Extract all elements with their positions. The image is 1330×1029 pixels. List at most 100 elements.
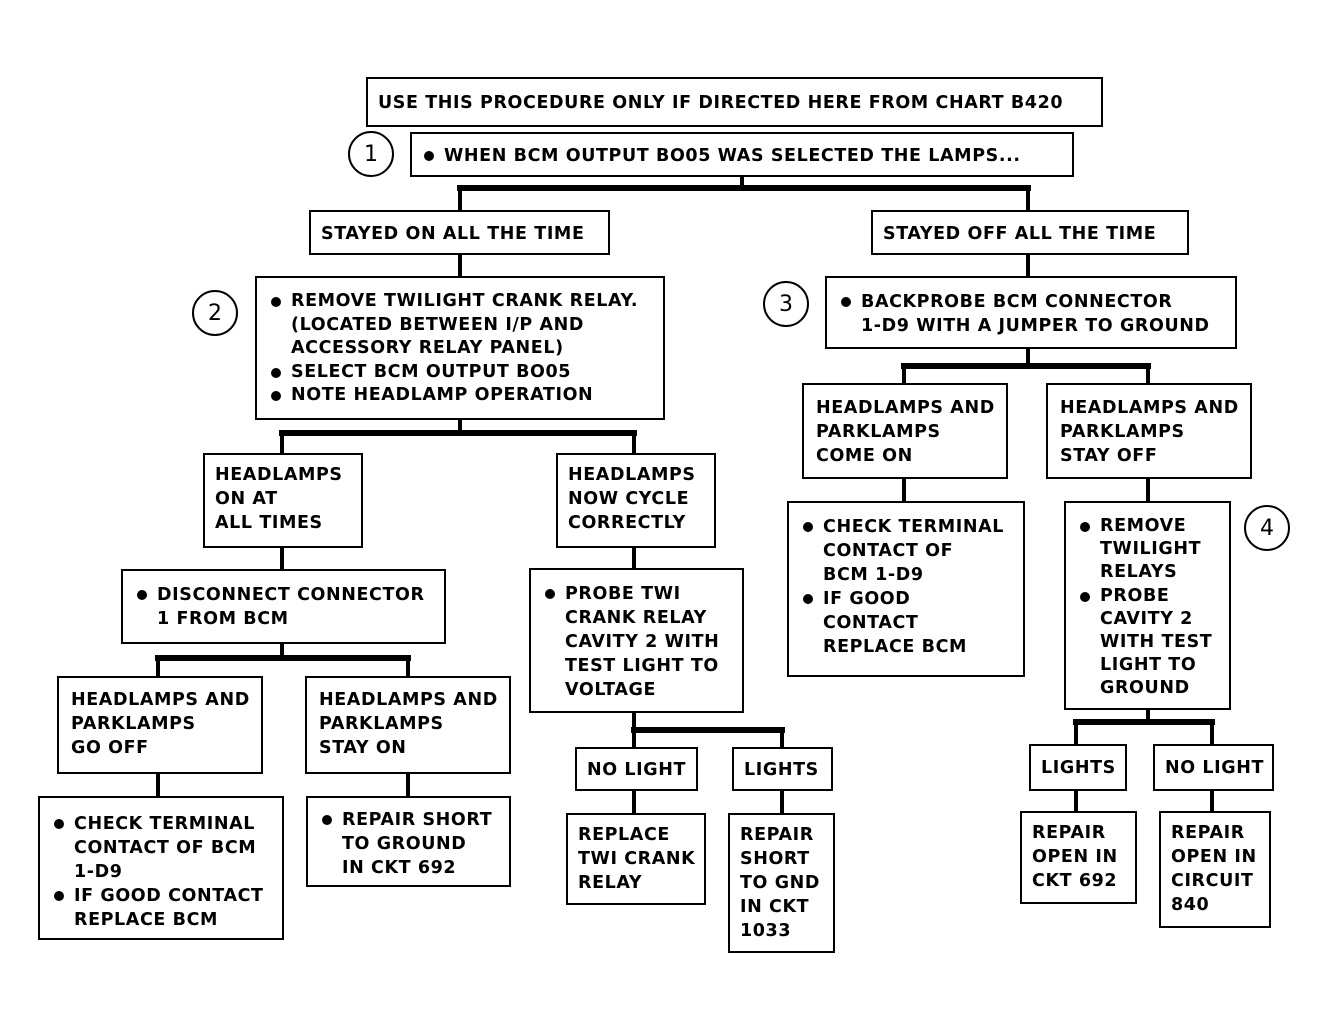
check-right-item1-line3: BCM 1-D9 [823,565,924,585]
now-cycle-box: HEADLAMPS NOW CYCLE CORRECTLY [556,453,716,548]
repair-short-692-line1: REPAIR SHORT [320,808,497,832]
step4-item2-line4: LIGHT TO [1100,655,1197,676]
replace-twi-line2: TWI CRANK [578,849,696,869]
step4-item2-line3: WITH TEST [1100,632,1213,653]
repair-short-1033-box: REPAIR SHORT TO GND IN CKT 1033 [728,813,835,953]
no-light-right-box: NO LIGHT [1153,744,1274,791]
repair-open-692-line1: REPAIR [1032,823,1106,843]
check-right-item1-line2: CONTACT OF [823,541,954,561]
hp-come-on-line1: HEADLAMPS AND [816,398,995,418]
check-right-item2-line3: REPLACE BCM [823,637,968,657]
header-box: USE THIS PROCEDURE ONLY IF DIRECTED HERE… [366,77,1103,127]
hp-stay-off-line2: PARKLAMPS [1060,422,1185,442]
hp-come-on-line3: COME ON [816,446,913,466]
stayed-on-box: STAYED ON ALL THE TIME [309,210,610,255]
now-cycle-line1: HEADLAMPS [568,465,696,485]
repair-short-692-line2: TO GROUND [342,834,467,854]
step2-item1-line1: REMOVE TWILIGHT CRANK RELAY. [269,290,651,314]
repair-open-840-line1: REPAIR [1171,823,1245,843]
stayed-off-text: STAYED OFF ALL THE TIME [883,224,1157,244]
probe-twi-line5: VOLTAGE [565,680,657,700]
step2-item2: SELECT BCM OUTPUT BO05 [269,361,651,385]
hp-stay-on-line3: STAY ON [319,738,407,758]
hp-stay-on-line1: HEADLAMPS AND [319,690,498,710]
probe-twi-line1: PROBE TWI [543,582,730,606]
check-right-item2-line1: IF GOOD [801,587,1011,611]
repair-short-1033-line5: 1033 [740,921,792,941]
repair-open-840-line3: CIRCUIT [1171,871,1254,891]
step4-item1-line3: RELAYS [1100,562,1178,583]
on-at-all-times-line3: ALL TIMES [215,513,323,533]
hp-come-on-line2: PARKLAMPS [816,422,941,442]
replace-twi-line1: REPLACE [578,825,670,845]
hp-stay-off-line3: STAY OFF [1060,446,1158,466]
lights-mid-text: LIGHTS [744,760,819,780]
no-light-mid-text: NO LIGHT [587,760,687,780]
on-at-all-times-line1: HEADLAMPS [215,465,343,485]
probe-twi-line3: CAVITY 2 WITH [565,632,720,652]
check-left-item1-line2: CONTACT OF BCM [74,838,257,858]
step-marker-2: 2 [192,290,238,336]
replace-twi-box: REPLACE TWI CRANK RELAY [566,813,706,905]
step3-line1: BACKPROBE BCM CONNECTOR [839,290,1223,314]
check-right-box: CHECK TERMINAL CONTACT OF BCM 1-D9 IF GO… [787,501,1025,677]
replace-twi-line3: RELAY [578,873,643,893]
hp-stay-on-box: HEADLAMPS AND PARKLAMPS STAY ON [305,676,511,774]
step4-item2-line2: CAVITY 2 [1100,608,1193,629]
now-cycle-line2: NOW CYCLE [568,489,690,509]
hp-go-off-box: HEADLAMPS AND PARKLAMPS GO OFF [57,676,263,774]
check-left-item2-line1: IF GOOD CONTACT [52,884,270,908]
step2-box: REMOVE TWILIGHT CRANK RELAY. (LOCATED BE… [255,276,665,420]
step-marker-3: 3 [763,281,809,327]
step1-text: WHEN BCM OUTPUT BO05 WAS SELECTED THE LA… [422,144,1062,168]
step2-item1-line2: (LOCATED BETWEEN I/P AND [291,314,585,335]
probe-twi-box: PROBE TWI CRANK RELAY CAVITY 2 WITH TEST… [529,568,744,713]
step4-item2-line5: GROUND [1100,678,1190,699]
repair-short-1033-line3: TO GND [740,873,821,893]
check-right-item2-line2: CONTACT [823,613,919,633]
hp-stay-off-box: HEADLAMPS AND PARKLAMPS STAY OFF [1046,383,1252,479]
lights-right-box: LIGHTS [1029,744,1127,791]
probe-twi-line2: CRANK RELAY [565,608,707,628]
step4-item1-line2: TWILIGHT [1100,539,1202,560]
repair-open-692-line2: OPEN IN [1032,847,1118,867]
repair-short-1033-line4: IN CKT [740,897,810,917]
repair-short-1033-line1: REPAIR [740,825,814,845]
step4-box: REMOVE TWILIGHT RELAYS PROBE CAVITY 2 WI… [1064,501,1231,710]
header-text: USE THIS PROCEDURE ONLY IF DIRECTED HERE… [378,93,1064,113]
repair-open-692-line3: CKT 692 [1032,871,1118,891]
on-at-all-times-line2: ON AT [215,489,278,509]
hp-stay-off-line1: HEADLAMPS AND [1060,398,1239,418]
disconnect-box: DISCONNECT CONNECTOR 1 FROM BCM [121,569,446,644]
check-left-item2-line2: REPLACE BCM [74,910,219,930]
no-light-right-text: NO LIGHT [1165,758,1265,778]
check-right-item1-line1: CHECK TERMINAL [801,515,1011,539]
hp-go-off-line2: PARKLAMPS [71,714,196,734]
step2-item1-line3: ACCESSORY RELAY PANEL) [291,338,564,358]
no-light-mid-box: NO LIGHT [575,747,698,791]
stayed-off-box: STAYED OFF ALL THE TIME [871,210,1189,255]
hp-come-on-box: HEADLAMPS AND PARKLAMPS COME ON [802,383,1008,479]
check-left-item1-line1: CHECK TERMINAL [52,812,270,836]
step2-item3: NOTE HEADLAMP OPERATION [269,384,651,408]
probe-twi-line4: TEST LIGHT TO [565,656,719,676]
step-marker-4: 4 [1244,505,1290,551]
repair-short-692-line3: IN CKT 692 [342,858,457,878]
hp-go-off-line1: HEADLAMPS AND [71,690,250,710]
hp-stay-on-line2: PARKLAMPS [319,714,444,734]
lights-mid-box: LIGHTS [732,747,833,791]
repair-short-692-box: REPAIR SHORT TO GROUND IN CKT 692 [306,796,511,887]
step3-line2: 1-D9 WITH A JUMPER TO GROUND [861,316,1210,336]
step4-item1-line1: REMOVE [1078,515,1217,538]
step-marker-1: 1 [348,131,394,177]
check-left-box: CHECK TERMINAL CONTACT OF BCM 1-D9 IF GO… [38,796,284,940]
repair-open-840-line4: 840 [1171,895,1210,915]
on-at-all-times-box: HEADLAMPS ON AT ALL TIMES [203,453,363,548]
step4-item2-line1: PROBE [1078,585,1217,608]
now-cycle-line3: CORRECTLY [568,513,686,533]
hp-go-off-line3: GO OFF [71,738,149,758]
disconnect-line2: 1 FROM BCM [157,609,289,629]
disconnect-line1: DISCONNECT CONNECTOR [135,583,432,607]
repair-open-840-box: REPAIR OPEN IN CIRCUIT 840 [1159,811,1271,928]
